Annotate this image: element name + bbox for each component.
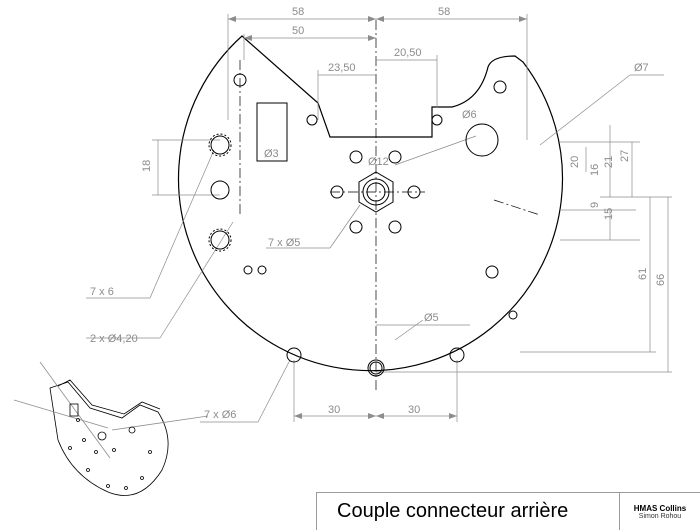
title-block: Couple connecteur arrière HMAS Collins S… [316, 492, 700, 530]
dim-18: 18 [141, 160, 153, 172]
dim-58-right: 58 [438, 6, 450, 18]
plate-outline [177, 35, 564, 372]
callout-d12: Ø12 [368, 156, 389, 168]
callout-d5-bottom: Ø5 [424, 312, 439, 324]
dim-61: 61 [637, 268, 649, 280]
isometric-view [13, 361, 209, 496]
dimension-lines [152, 14, 672, 422]
drawing-title: Couple connecteur arrière [317, 493, 620, 530]
callout-7x6: 7 x 6 [90, 286, 114, 298]
dim-50: 50 [292, 25, 304, 37]
callout-7xd6: 7 x Ø6 [204, 409, 236, 421]
title-meta: HMAS Collins Simon Rohou [620, 493, 700, 530]
arrow-heads [228, 16, 527, 419]
dim-16: 16 [589, 164, 601, 176]
dim-20-50: 20,50 [394, 47, 422, 59]
organization-name: HMAS Collins [633, 503, 687, 513]
dim-66: 66 [655, 274, 667, 286]
callout-d7: Ø7 [634, 62, 649, 74]
holes [208, 73, 518, 377]
callout-7xd5: 7 x Ø5 [268, 237, 300, 249]
dim-30-right: 30 [408, 404, 420, 416]
callout-2xd420: 2 x Ø4,20 [90, 333, 138, 345]
rect-cutout [256, 102, 288, 162]
callout-d3: Ø3 [264, 148, 279, 160]
author-name: Simon Rohou [638, 512, 682, 520]
dim-23-50: 23,50 [328, 62, 356, 74]
dim-58-left: 58 [292, 6, 304, 18]
center-lines [239, 20, 541, 390]
dim-15: 15 [603, 208, 615, 220]
callout-d6-top: Ø6 [462, 109, 477, 121]
leader-lines [86, 74, 664, 423]
dim-30-left: 30 [328, 404, 340, 416]
dim-21: 21 [603, 156, 615, 168]
dim-27: 27 [619, 150, 631, 162]
dim-9: 9 [589, 202, 601, 208]
dim-20: 20 [569, 156, 581, 168]
